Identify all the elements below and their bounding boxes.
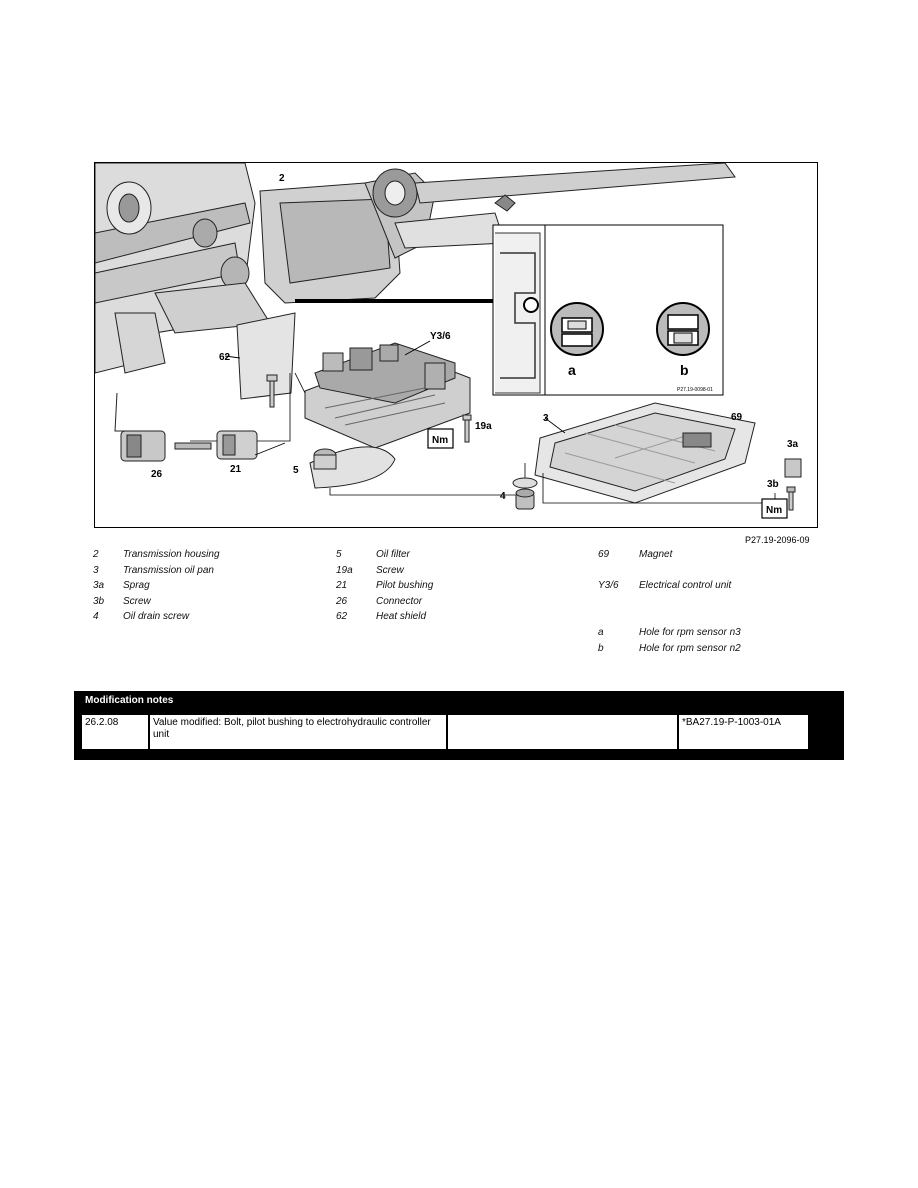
callout-3a: 3a xyxy=(787,439,799,450)
inset-label-b: b xyxy=(680,362,689,378)
oil-filter xyxy=(309,446,396,489)
callout-5: 5 xyxy=(293,465,299,476)
torque-symbol-3b: Nm xyxy=(766,505,782,516)
sprag-and-screw xyxy=(784,458,802,511)
exploded-view-drawing: a b P27.19-0098-01 xyxy=(95,163,802,519)
callout-26: 26 xyxy=(151,469,163,480)
note-description: Value modified: Bolt, pilot bushing to e… xyxy=(150,715,446,749)
callout-Y3-6: Y3/6 xyxy=(430,331,451,342)
transmission-oil-pan xyxy=(534,402,756,504)
screw-19a xyxy=(462,414,472,443)
callout-3: 3 xyxy=(543,413,549,424)
callout-4: 4 xyxy=(500,491,506,502)
heat-shield xyxy=(236,312,296,400)
transmission-housing xyxy=(259,163,736,304)
figure-code: P27.19-2096-09 xyxy=(745,535,810,545)
inset-label-a: a xyxy=(568,362,576,378)
callout-62: 62 xyxy=(219,352,231,363)
oil-drain-screw xyxy=(512,477,538,510)
callout-21: 21 xyxy=(230,464,242,475)
callout-3b: 3b xyxy=(767,479,779,490)
connector-and-pilot-bushing xyxy=(114,392,258,462)
exploded-view-figure: a b P27.19-0098-01 xyxy=(94,162,818,528)
callout-69: 69 xyxy=(731,412,743,423)
sensor-hole-inset: a b P27.19-0098-01 xyxy=(492,224,724,396)
shield-screw xyxy=(266,374,278,408)
note-blank-cell xyxy=(448,715,677,749)
modification-notes-table: Modification notes 26.2.08 Value modifie… xyxy=(74,691,844,760)
torque-symbol-19a: Nm xyxy=(432,435,448,446)
callout-19a: 19a xyxy=(475,421,492,432)
note-date: 26.2.08 xyxy=(82,715,148,749)
inset-code: P27.19-0098-01 xyxy=(677,387,713,393)
note-reference: *BA27.19-P-1003-01A xyxy=(679,715,808,749)
modification-notes-title: Modification notes xyxy=(85,695,174,706)
callout-2: 2 xyxy=(279,173,285,184)
electrohydraulic-control-unit xyxy=(304,342,471,449)
